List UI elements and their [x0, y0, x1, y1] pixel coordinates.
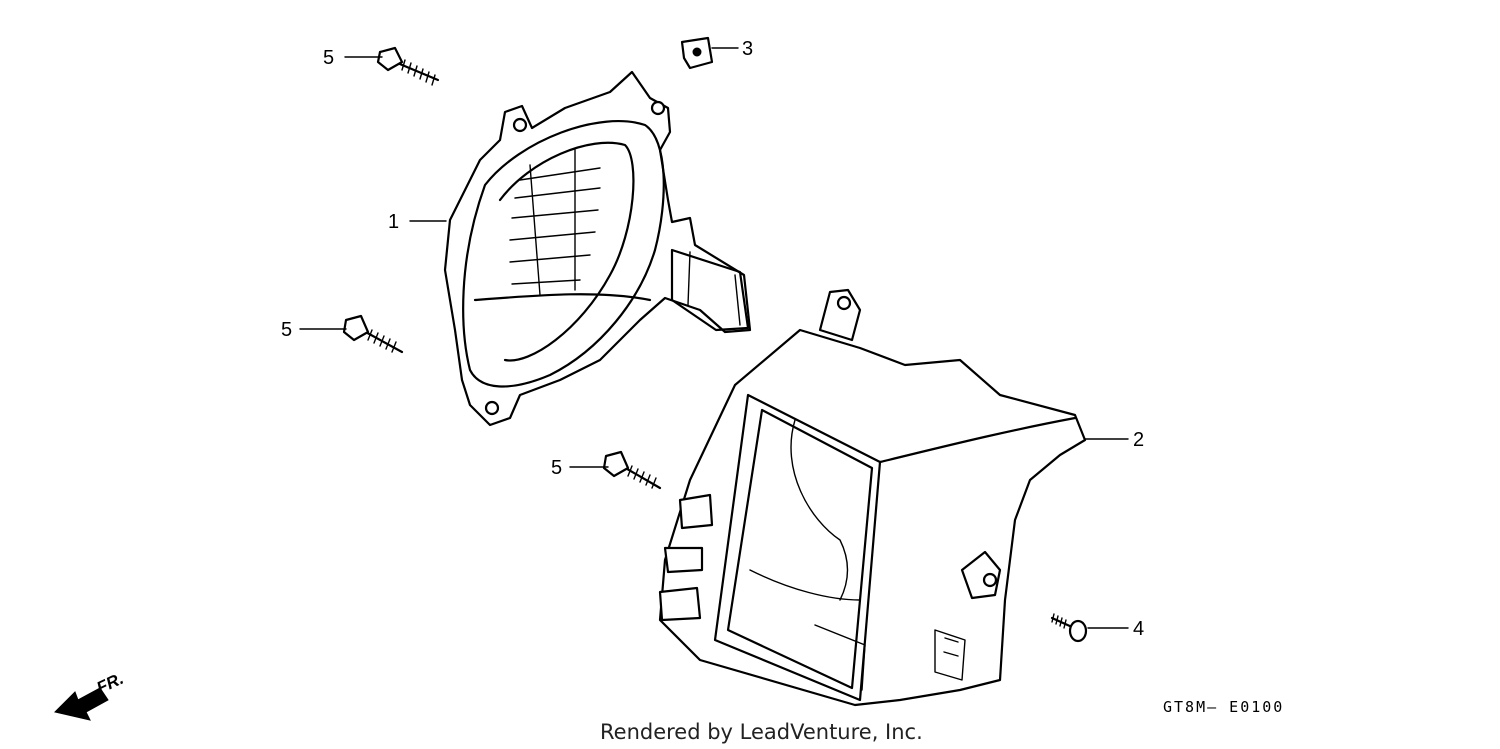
callout-1: 1 [388, 211, 399, 233]
part-1-fan-shroud[interactable] [443, 70, 752, 427]
callout-leaders [299, 47, 1129, 629]
callout-3: 3 [742, 38, 753, 60]
callout-2: 2 [1133, 429, 1144, 451]
credit-text: Rendered by LeadVenture, Inc. [600, 720, 923, 744]
callout-5-middle: 5 [281, 319, 292, 341]
part-2-air-guide[interactable] [658, 288, 1087, 707]
part-4-tapping-screw[interactable] [1050, 613, 1088, 643]
diagram-code: GT8M— E0100 [1163, 698, 1284, 716]
front-direction-marker: FR. [54, 669, 127, 721]
front-arrow-icon [54, 687, 109, 721]
part-5-bolt-top[interactable] [376, 46, 440, 86]
part-5-bolt-middle[interactable] [342, 314, 404, 354]
callout-4: 4 [1133, 618, 1144, 640]
part-3-clip-nut[interactable] [680, 36, 714, 70]
callout-5-lower: 5 [551, 457, 562, 479]
callout-5-top: 5 [323, 47, 334, 69]
part-5-bolt-lower[interactable] [602, 450, 662, 490]
